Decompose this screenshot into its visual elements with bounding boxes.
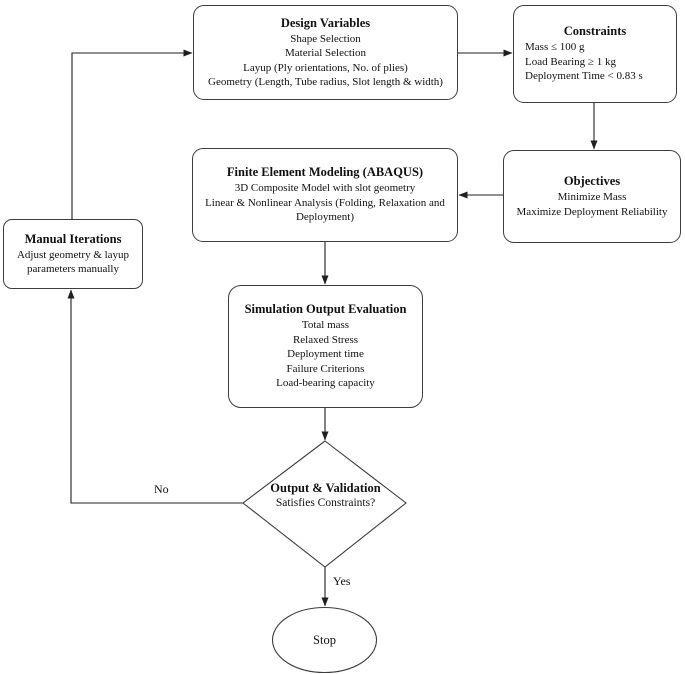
- node-manual-iterations: Manual Iterations Adjust geometry & layu…: [3, 219, 143, 289]
- simulation-line: Total mass: [301, 319, 350, 332]
- node-objectives: Objectives Minimize Mass Maximize Deploy…: [503, 150, 681, 243]
- manual-iterations-title: Manual Iterations: [24, 231, 122, 246]
- simulation-line: Load-bearing capacity: [276, 377, 375, 390]
- simulation-title: Simulation Output Evaluation: [244, 302, 407, 317]
- edge-label-no: No: [152, 482, 171, 497]
- constraints-line: Mass ≤ 100 g: [525, 41, 585, 54]
- fem-line: 3D Composite Model with slot geometry: [234, 182, 416, 195]
- simulation-line: Failure Criterions: [286, 362, 365, 375]
- node-simulation-output-evaluation: Simulation Output Evaluation Total mass …: [228, 285, 423, 408]
- constraints-line: Deployment Time < 0.83 s: [525, 70, 643, 83]
- decision-question: Satisfies Constraints?: [275, 497, 376, 509]
- manual-iterations-line: Adjust geometry & layup parameters manua…: [16, 248, 130, 276]
- node-finite-element-modeling: Finite Element Modeling (ABAQUS) 3D Comp…: [192, 148, 458, 242]
- design-variables-line: Geometry (Length, Tube radius, Slot leng…: [208, 76, 443, 88]
- simulation-line: Relaxed Stress: [292, 333, 359, 346]
- simulation-line: Deployment time: [287, 348, 364, 361]
- node-design-variables: Design Variables Shape Selection Materia…: [193, 5, 458, 100]
- node-constraints: Constraints Mass ≤ 100 g Load Bearing ≥ …: [513, 5, 677, 103]
- node-decision: Output & Validation Satisfies Constraint…: [245, 481, 406, 511]
- design-variables-line: Layup (Ply orientations, No. of plies): [243, 61, 408, 74]
- edge-feedback-to-design-variables: [71, 49, 193, 219]
- edge-label-yes: Yes: [331, 574, 353, 589]
- fem-line: Linear & Nonlinear Analysis (Folding, Re…: [205, 196, 445, 224]
- objectives-title: Objectives: [563, 174, 621, 188]
- fem-title: Finite Element Modeling (ABAQUS): [226, 165, 424, 180]
- objectives-line: Minimize Mass: [557, 191, 627, 203]
- design-variables-title: Design Variables: [280, 15, 371, 30]
- design-variables-line: Material Selection: [285, 47, 366, 59]
- constraints-title: Constraints: [563, 24, 627, 39]
- design-variables-line: Shape Selection: [290, 32, 361, 45]
- node-stop: Stop: [313, 632, 336, 647]
- decision-diamond-shape: [242, 440, 407, 568]
- decision-title: Output & Validation: [270, 481, 381, 495]
- stop-ellipse-shape: [271, 606, 378, 674]
- objectives-line: Maximize Deployment Reliability: [516, 205, 668, 218]
- constraints-line: Load Bearing ≥ 1 kg: [525, 55, 616, 68]
- edge-decision-no-to-manual-iterations: [67, 289, 243, 504]
